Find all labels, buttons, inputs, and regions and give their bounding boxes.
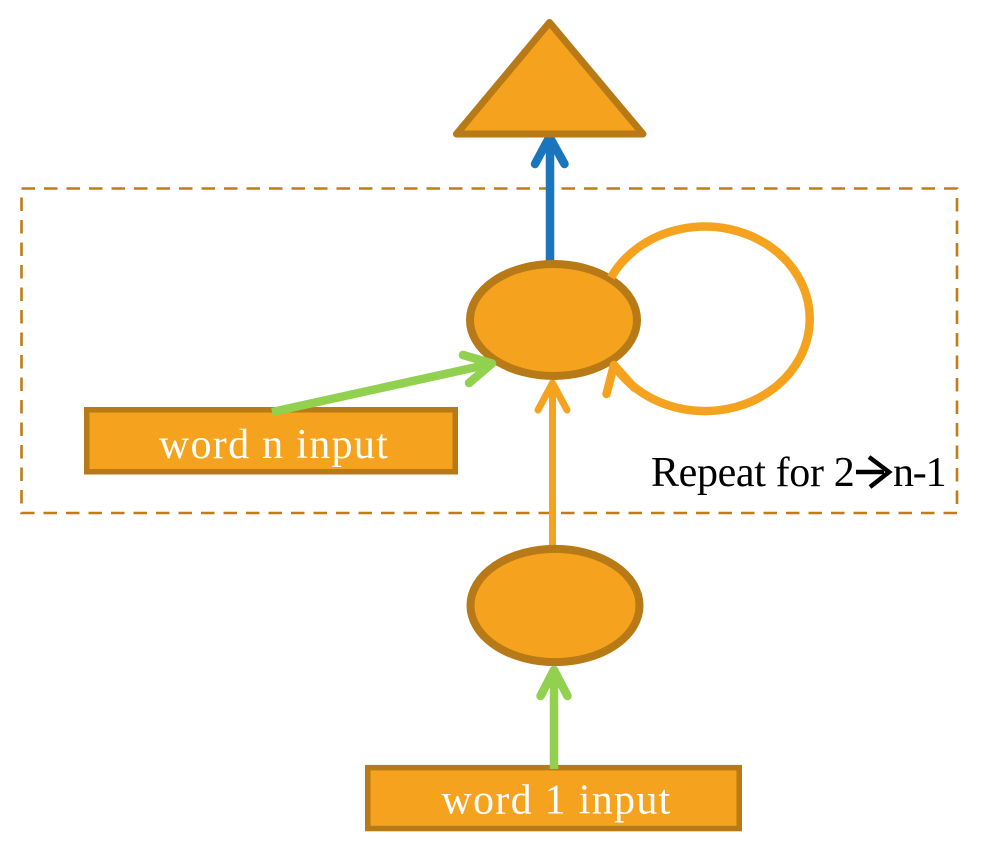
svg-text:Repeat for 2: Repeat for 2	[651, 450, 854, 496]
svg-text:word 1 input: word 1 input	[441, 778, 671, 824]
svg-text:word n input: word n input	[159, 422, 389, 468]
svg-text:n-1: n-1	[893, 450, 945, 496]
